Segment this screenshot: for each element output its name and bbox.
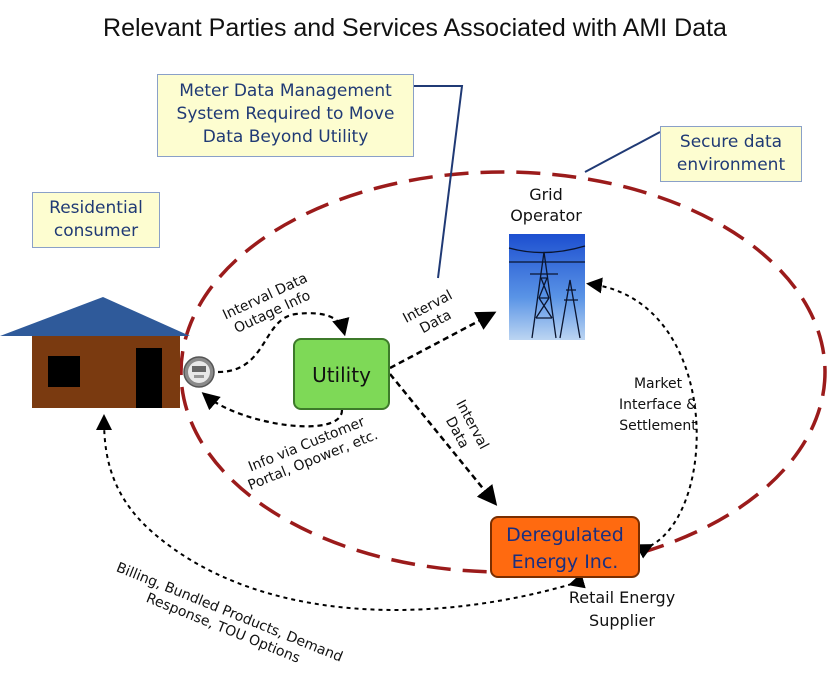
grid-operator-line: Grid	[529, 185, 563, 204]
market-line: Interface &	[618, 397, 698, 413]
market-label: Market Interface & Settlement	[606, 374, 710, 437]
residential-callout: Residential consumer	[32, 192, 160, 248]
transmission-tower-image	[508, 234, 586, 340]
billing-arrow	[96, 414, 586, 611]
residential-callout-line: Residential	[49, 198, 143, 218]
mdm-callout-line: Data Beyond Utility	[202, 127, 369, 147]
utility-label: Utility	[312, 363, 371, 387]
house-icon	[0, 297, 190, 408]
deregulated-label-line: Deregulated	[506, 524, 624, 546]
diagram-title: Relevant Parties and Services Associated…	[103, 14, 727, 42]
retail-supplier-line: Retail Energy	[568, 588, 676, 607]
market-line: Market	[633, 376, 683, 392]
market-settlement-arrow	[586, 277, 698, 559]
mdm-callout-line: System Required to Move	[176, 104, 395, 124]
mdm-callout: Meter Data Management System Required to…	[157, 74, 414, 157]
deregulated-node: Deregulated Energy Inc.	[490, 516, 640, 578]
secure-callout-leader	[584, 131, 661, 173]
market-line: Settlement	[619, 418, 697, 434]
retail-supplier-line: Supplier	[589, 611, 655, 630]
secure-environment-ellipse	[179, 170, 827, 574]
secure-callout-line: environment	[676, 155, 786, 175]
grid-operator-label: Grid Operator	[496, 184, 596, 226]
deregulated-label-line: Energy Inc.	[511, 551, 619, 573]
residential-callout-line: consumer	[53, 221, 139, 241]
interval-outage-arrow	[217, 312, 350, 374]
retail-supplier-label: Retail Energy Supplier	[560, 586, 684, 632]
mdm-callout-leader	[414, 85, 464, 279]
grid-operator-line: Operator	[510, 206, 582, 225]
mdm-callout-line: Meter Data Management	[179, 81, 392, 101]
smart-meter-icon	[183, 356, 215, 388]
utility-node: Utility	[293, 338, 390, 410]
secure-callout-line: Secure data	[679, 132, 783, 152]
secure-callout: Secure data environment	[660, 126, 802, 182]
